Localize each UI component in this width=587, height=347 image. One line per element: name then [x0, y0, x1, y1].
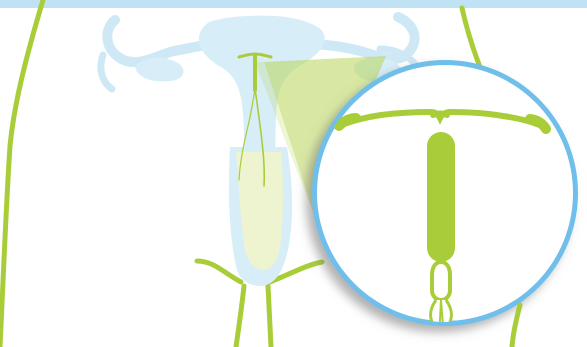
- top-color-band: [0, 0, 587, 8]
- magnification-beam-edge: [255, 62, 316, 220]
- small-iud-icon: [237, 52, 273, 187]
- lower-body-outline: [509, 302, 523, 347]
- iud-device-icon: [334, 108, 551, 322]
